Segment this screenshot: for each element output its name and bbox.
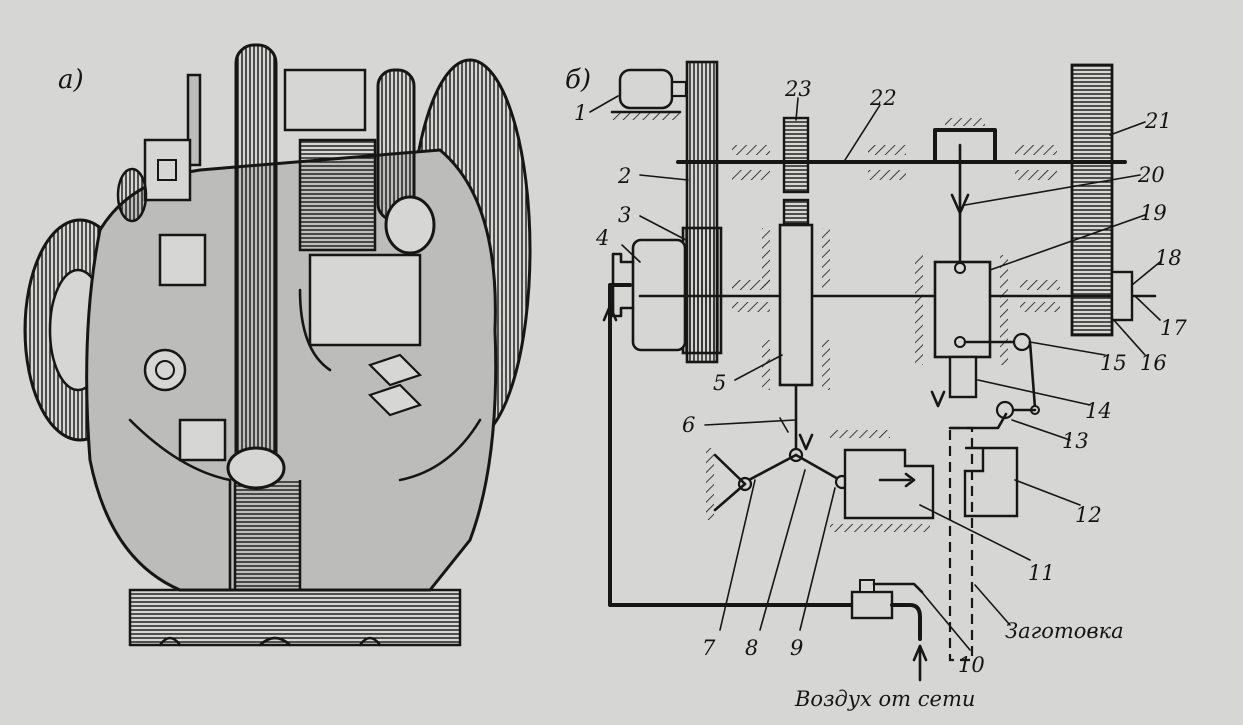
central-column	[233, 480, 302, 592]
label-1: 1	[574, 101, 587, 125]
upper-block	[283, 68, 367, 132]
air-note: Воздух от сети	[794, 687, 975, 711]
panel-label-a: а)	[58, 65, 84, 95]
label-2: 2	[617, 164, 631, 188]
label-12: 12	[1075, 503, 1102, 527]
die-12	[963, 446, 1019, 518]
main-shaft-bearings	[732, 280, 1060, 312]
base-slots	[158, 636, 382, 647]
flywheel	[681, 226, 723, 355]
gear-21	[1070, 63, 1114, 337]
label-11: 11	[1028, 561, 1055, 585]
lever-15	[1012, 332, 1032, 352]
hub-18	[1110, 270, 1134, 322]
label-10: 10	[958, 653, 985, 677]
label-21: 21	[1144, 109, 1172, 133]
air-valve	[850, 590, 894, 620]
cutter-slide	[843, 448, 935, 520]
label-5: 5	[713, 371, 726, 395]
label-23: 23	[784, 77, 812, 101]
label-7: 7	[702, 636, 716, 660]
label-8: 8	[745, 636, 758, 660]
label-19: 19	[1140, 201, 1167, 225]
slide-block	[298, 138, 377, 252]
clamp-screws	[367, 353, 423, 417]
label-14: 14	[1085, 399, 1112, 423]
motor	[618, 68, 674, 110]
blank-note: Заготовка	[1005, 619, 1124, 643]
label-4: 4	[595, 226, 609, 250]
workpiece-blank	[948, 426, 974, 662]
machine-illustration	[23, 43, 532, 647]
label-18: 18	[1155, 246, 1182, 270]
kinematic-scheme	[589, 60, 1161, 682]
slider-5	[778, 223, 814, 387]
crank	[933, 128, 997, 164]
main-vertical-shaft	[234, 43, 278, 487]
label-3: 3	[618, 203, 631, 227]
punch-14	[948, 355, 978, 399]
label-22: 22	[869, 86, 897, 110]
gear-23	[782, 116, 810, 194]
label-9: 9	[790, 636, 803, 660]
label-6: 6	[682, 413, 695, 437]
label-13: 13	[1062, 429, 1089, 453]
leader-lines	[589, 95, 1161, 651]
label-15: 15	[1100, 351, 1127, 375]
camshaft-bearings	[732, 145, 1057, 180]
label-16: 16	[1140, 351, 1167, 375]
panel-label-b: б)	[565, 65, 591, 95]
label-20: 20	[1137, 163, 1165, 187]
label-17: 17	[1160, 316, 1187, 340]
air-pipe	[608, 283, 854, 607]
die-block	[308, 253, 422, 347]
left-bracket	[143, 138, 192, 202]
base-plate	[128, 588, 462, 647]
